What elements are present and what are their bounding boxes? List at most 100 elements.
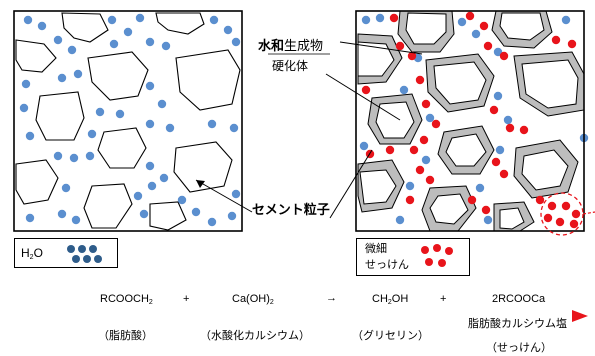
- water-dot: [157, 99, 167, 109]
- water-dot: [23, 15, 33, 25]
- water-dot: [209, 15, 219, 25]
- water-dot: [561, 15, 571, 25]
- water-dot: [19, 103, 29, 113]
- soap-dot: [431, 119, 441, 129]
- water-dot: [503, 115, 513, 125]
- label-text: 生成物: [284, 39, 324, 54]
- soap-dot: [407, 51, 417, 61]
- left-panel-frame: [13, 10, 243, 232]
- product-leader-line-1: [339, 41, 423, 55]
- soap-dot: [395, 41, 405, 51]
- soap-dot: [479, 21, 489, 31]
- water-dot: [207, 119, 217, 129]
- water-dot: [37, 21, 47, 31]
- cement-grain: [405, 12, 447, 45]
- water-dot: [207, 217, 217, 227]
- water-dot: [57, 73, 67, 83]
- soap-dot: [467, 195, 477, 205]
- soap-dot: [409, 145, 419, 155]
- water-dot: [147, 181, 157, 191]
- soap-legend-dots: [421, 244, 453, 267]
- soap-dot: [421, 99, 431, 109]
- cement-grain: [35, 91, 85, 141]
- product-leader-line-2: [325, 73, 401, 121]
- cement-grain: [97, 127, 147, 169]
- cement-grain: [499, 12, 545, 41]
- soap-dot: [571, 209, 581, 219]
- water-dot: [25, 213, 35, 223]
- water-dot: [231, 189, 241, 199]
- cement-arrowhead: [196, 180, 205, 188]
- cement-grain: [15, 159, 59, 205]
- soap-dot: [547, 201, 557, 211]
- soap-dot: [569, 219, 579, 229]
- soap-dot: [499, 169, 509, 179]
- cement-grain: [15, 39, 57, 73]
- cement-grain: [61, 12, 109, 43]
- soap-legend-label-1: 微細: [365, 242, 387, 255]
- soap-dot: [555, 217, 565, 227]
- water-dot: [69, 153, 79, 163]
- cement-grain: [429, 193, 469, 225]
- water-dot: [53, 35, 63, 45]
- plus-2: +: [440, 293, 447, 305]
- cement-leader-line-right: [329, 149, 373, 219]
- reactant-1-name: （脂肪酸）: [98, 329, 153, 342]
- reactant-2: Ca(OH)2: [232, 293, 274, 307]
- water-dot: [135, 13, 145, 23]
- product-2-name-soap: （せっけん）: [486, 341, 552, 354]
- soap-dot: [419, 135, 429, 145]
- soap-dot: [567, 39, 577, 49]
- product-1-name: （グリセリン）: [352, 329, 429, 342]
- right-particle-dots: [359, 11, 589, 229]
- water-dot: [361, 15, 371, 25]
- water-legend-dots: [67, 245, 102, 263]
- water-dot: [475, 183, 485, 193]
- water-dot: [161, 41, 171, 51]
- hydration-product-label-1: 水和生成物: [258, 40, 323, 53]
- soap-legend-label-2: せっけん: [365, 258, 409, 271]
- cement-grain: [155, 12, 205, 35]
- soap-dot: [561, 201, 571, 211]
- cement-particle-label: セメント粒子: [252, 203, 330, 218]
- cement-grain: [433, 61, 487, 105]
- cement-grain: [359, 169, 397, 205]
- water-dot: [395, 215, 405, 225]
- callout-arrow-icon: [572, 310, 588, 322]
- soap-legend: 微細 せっけん: [356, 238, 470, 276]
- soap-dot: [385, 145, 395, 155]
- water-dot: [145, 161, 155, 171]
- water-dot: [115, 109, 125, 119]
- cement-grain: [87, 51, 149, 101]
- soap-dot: [519, 125, 529, 135]
- cement-grain: [445, 133, 487, 167]
- cement-grain: [149, 201, 187, 231]
- cement-grain: [83, 183, 133, 229]
- soap-dot: [389, 13, 399, 23]
- soap-dot: [551, 35, 561, 45]
- water-dot: [223, 25, 233, 35]
- soap-dot: [543, 213, 553, 223]
- plus-1: +: [183, 293, 190, 305]
- water-dot: [71, 215, 81, 225]
- soap-dot: [499, 51, 509, 61]
- water-dot: [87, 129, 97, 139]
- soap-dot: [481, 205, 491, 215]
- water-dot: [191, 207, 201, 217]
- water-dot: [405, 181, 415, 191]
- cement-grain: [173, 141, 233, 193]
- cement-grain: [521, 149, 569, 191]
- water-dot: [25, 131, 35, 141]
- soap-dot: [489, 105, 499, 115]
- soap-dot: [505, 123, 515, 133]
- water-dot: [359, 141, 369, 151]
- soap-callout-line: [582, 211, 595, 215]
- water-dot: [375, 13, 385, 23]
- soap-dot: [361, 85, 371, 95]
- water-dot: [85, 151, 95, 161]
- water-formula: H2O: [21, 246, 43, 261]
- soap-dot: [415, 165, 425, 175]
- water-dot: [421, 155, 431, 165]
- soap-dot: [425, 175, 435, 185]
- water-dot: [95, 107, 105, 117]
